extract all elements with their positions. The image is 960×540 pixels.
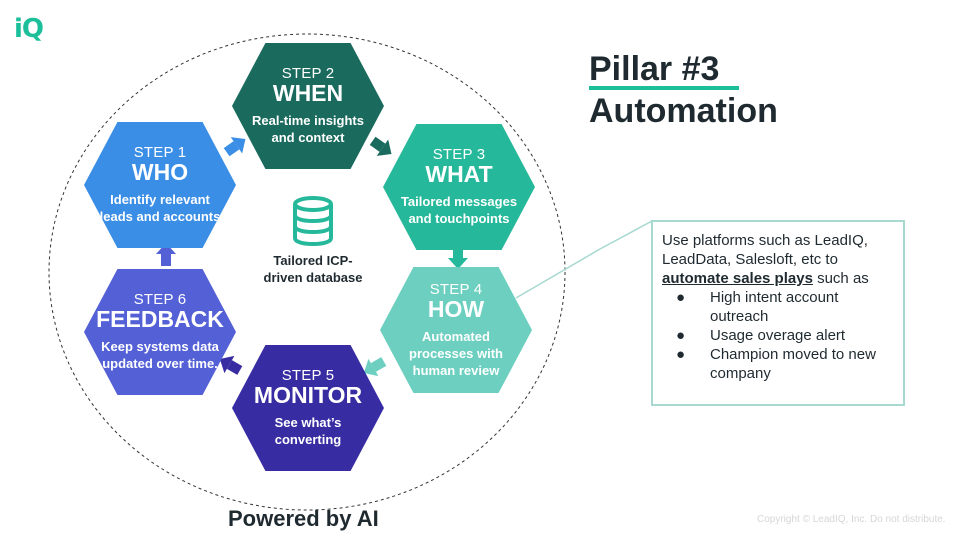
step-description: See what’s converting [274,415,342,447]
callout-text: Use platforms such as LeadIQ, LeadData, … [662,231,895,288]
title-underline [589,86,739,90]
callout-emphasis: automate sales plays [662,270,813,287]
step-description: Tailored messages and touchpoints [400,194,518,226]
bullet-icon: ● [676,346,686,363]
list-item: ●Champion moved to new company [676,346,876,382]
step-number: STEP 6 [133,291,187,308]
step-number: STEP 3 [432,146,486,163]
title-line-2: Automation [589,92,778,130]
step-hexagon-monitor: STEP 5 MONITOR See what’s converting [232,345,384,471]
step-number: STEP 4 [429,280,483,298]
step-name: WHAT [425,161,493,187]
step-name: WHEN [272,80,344,106]
step-hexagon-who: STEP 1 WHO Identify relevant leads and a… [84,122,236,248]
arrow-who-to-when [223,137,246,157]
step-name: MONITOR [253,382,363,408]
cycle-dashed-ring [48,33,566,511]
step-number: STEP 1 [133,144,187,161]
step-number: STEP 2 [281,65,335,82]
step-number: STEP 5 [281,367,335,384]
database-icon [293,196,333,246]
step-name: HOW [427,295,485,322]
list-item: ●High intent account outreach [676,289,839,325]
step-hexagon-how: STEP 4 HOW Automated processes with huma… [380,267,532,393]
step-description: Real-time insights and context [252,113,364,145]
pillar-title: Pillar #3 Automation [589,50,778,132]
arrow-when-to-what [369,136,392,156]
bullet-icon: ● [676,327,686,344]
list-item: ●Usage overage alert [676,327,846,344]
arrow-how-to-monitor [363,357,387,377]
callout-intro: Use platforms such as LeadIQ, LeadData, … [662,232,868,268]
step-description: Identify relevant leads and accounts [99,192,221,224]
step-hexagon-when: STEP 2 WHEN Real-time insights and conte… [232,43,384,169]
step-description: Keep systems data updated over time. [101,339,219,371]
arrow-monitor-to-feedback [219,355,243,375]
title-line-1: Pillar #3 [589,50,720,88]
callout-after: such as [812,270,869,287]
powered-by-ai: Powered by AI [228,506,379,531]
step-name: WHO [131,159,189,185]
step-hexagon-what: STEP 3 WHAT Tailored messages and touchp… [383,124,535,250]
arrow-feedback-to-who [156,243,176,266]
step-hexagon-feedback: STEP 6 FEEDBACK Keep systems data update… [84,269,236,395]
callout-bullet-list: ●High intent account outreach ●Usage ove… [662,288,895,383]
callout-connector-line [515,248,600,299]
cycle-diagram [48,33,600,511]
step-name: FEEDBACK [96,306,224,332]
center-label: Tailored ICP-driven database [263,253,363,285]
bullet-icon: ● [676,289,686,306]
callout-box: Use platforms such as LeadIQ, LeadData, … [651,220,905,406]
copyright-notice: Copyright © LeadIQ, Inc. Do not distribu… [757,514,946,525]
leadiq-logo: iQ [14,14,44,44]
center-database: Tailored ICP-driven database [258,196,368,286]
step-description: Automated processes with human review [409,328,503,378]
